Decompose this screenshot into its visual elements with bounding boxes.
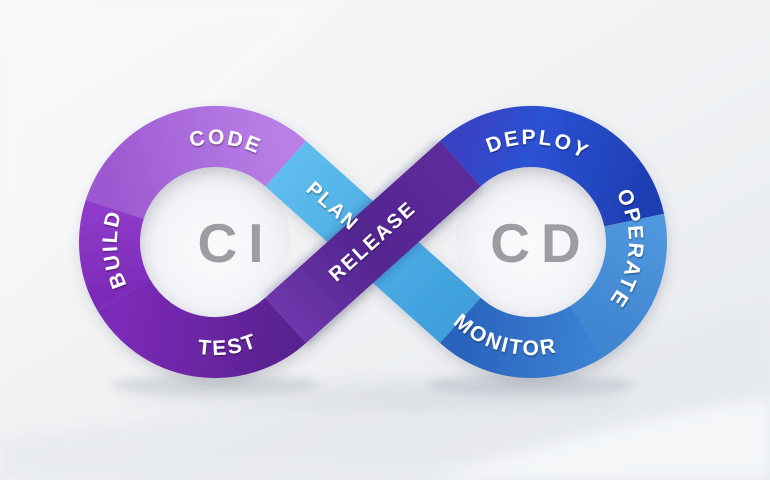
segment-operate-arc	[569, 213, 667, 358]
left-loop-hole	[139, 166, 291, 318]
ground-shadows	[111, 374, 635, 411]
ground-shadow-right	[427, 374, 635, 396]
segment-code-arc	[85, 106, 306, 220]
segment-test-arc	[97, 278, 307, 379]
ground-shadow-left	[111, 374, 319, 396]
right-loop-hole	[455, 166, 607, 318]
segment-release-band	[265, 140, 481, 344]
infinity-ribbon	[79, 106, 667, 379]
background-highlight-topleft	[0, 0, 340, 305]
center-labels: CI CD	[198, 212, 591, 274]
segment-monitor-arc	[439, 297, 604, 378]
segment-deploy-arc	[440, 106, 665, 228]
cd-label: CD	[490, 212, 591, 274]
background-wedge-bottomright	[420, 396, 770, 480]
segment-build-arc	[79, 199, 151, 311]
ci-label: CI	[198, 212, 275, 274]
